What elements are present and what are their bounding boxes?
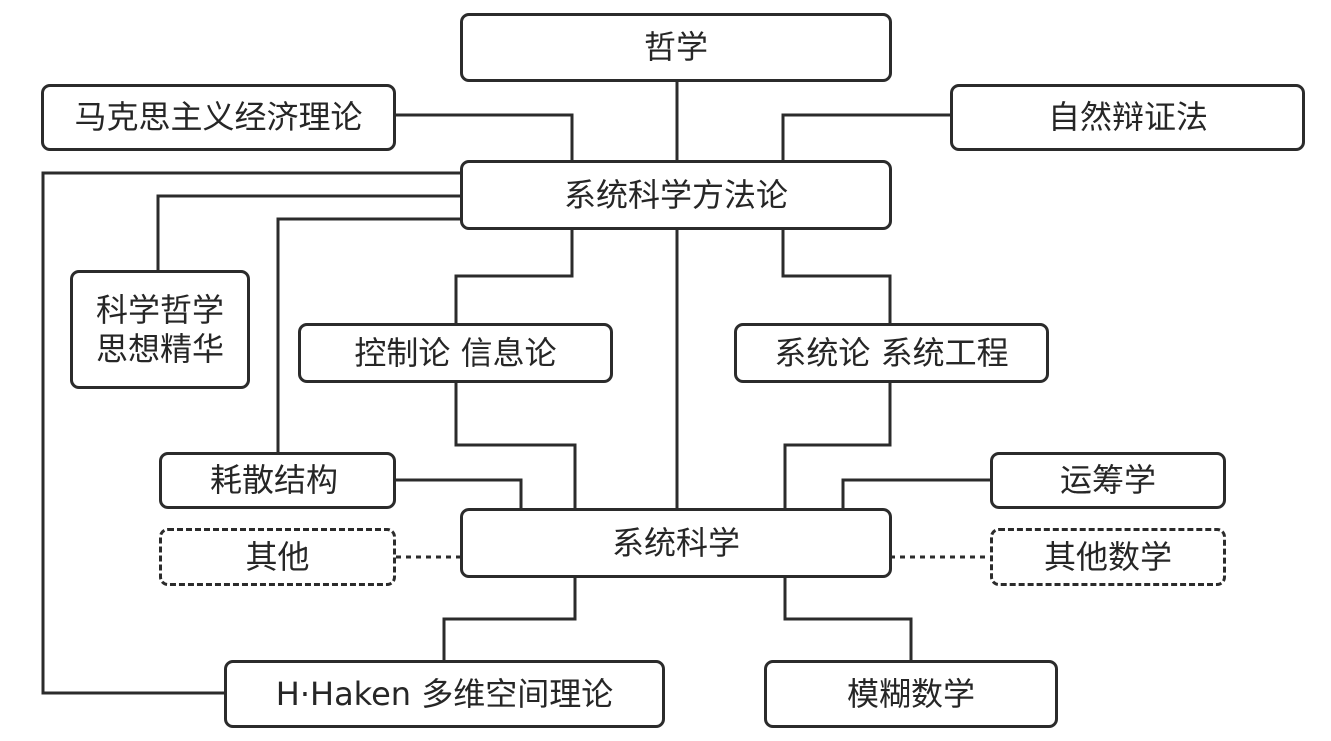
node-systems-science: 系统科学 [460, 508, 892, 578]
connector-methodology-systems-theory [781, 230, 892, 323]
connector-methodology-dissipative [276, 217, 460, 452]
node-dissipative-structure: 耗散结构 [159, 452, 396, 509]
connector-methodology-cybernetics [454, 230, 574, 323]
node-systems-methodology: 系统科学方法论 [460, 160, 892, 230]
connector-systems-science-haken [442, 578, 577, 660]
node-systems-theory-engineering: 系统论 系统工程 [734, 323, 1049, 383]
connector-dialectics-methodology [781, 113, 950, 160]
node-philosophy-of-science: 科学哲学 思想精华 [70, 270, 250, 389]
connector-cybernetics-systems-science [454, 383, 577, 508]
node-cybernetics-information: 控制论 信息论 [298, 323, 613, 383]
connector-systems-theory-systems-science [783, 383, 892, 508]
connector-systems-science-fuzzy [783, 578, 913, 660]
connector-dissipative-systems-science [396, 478, 523, 508]
node-dialectics-of-nature: 自然辩证法 [950, 84, 1305, 151]
connector-marxist-methodology [396, 113, 574, 160]
node-philosophy: 哲学 [460, 13, 892, 82]
node-fuzzy-mathematics: 模糊数学 [764, 660, 1058, 728]
node-haken-theory: H·Haken 多维空间理论 [224, 660, 665, 728]
connector-methodology-haken [41, 171, 460, 695]
node-operations-research: 运筹学 [990, 452, 1226, 509]
node-others: 其他 [159, 528, 396, 586]
connector-methodology-philosophy-of-science [156, 194, 460, 270]
connector-operations-systems-science [841, 478, 990, 508]
node-marxist-economics: 马克思主义经济理论 [41, 84, 396, 151]
node-other-mathematics: 其他数学 [990, 528, 1226, 586]
